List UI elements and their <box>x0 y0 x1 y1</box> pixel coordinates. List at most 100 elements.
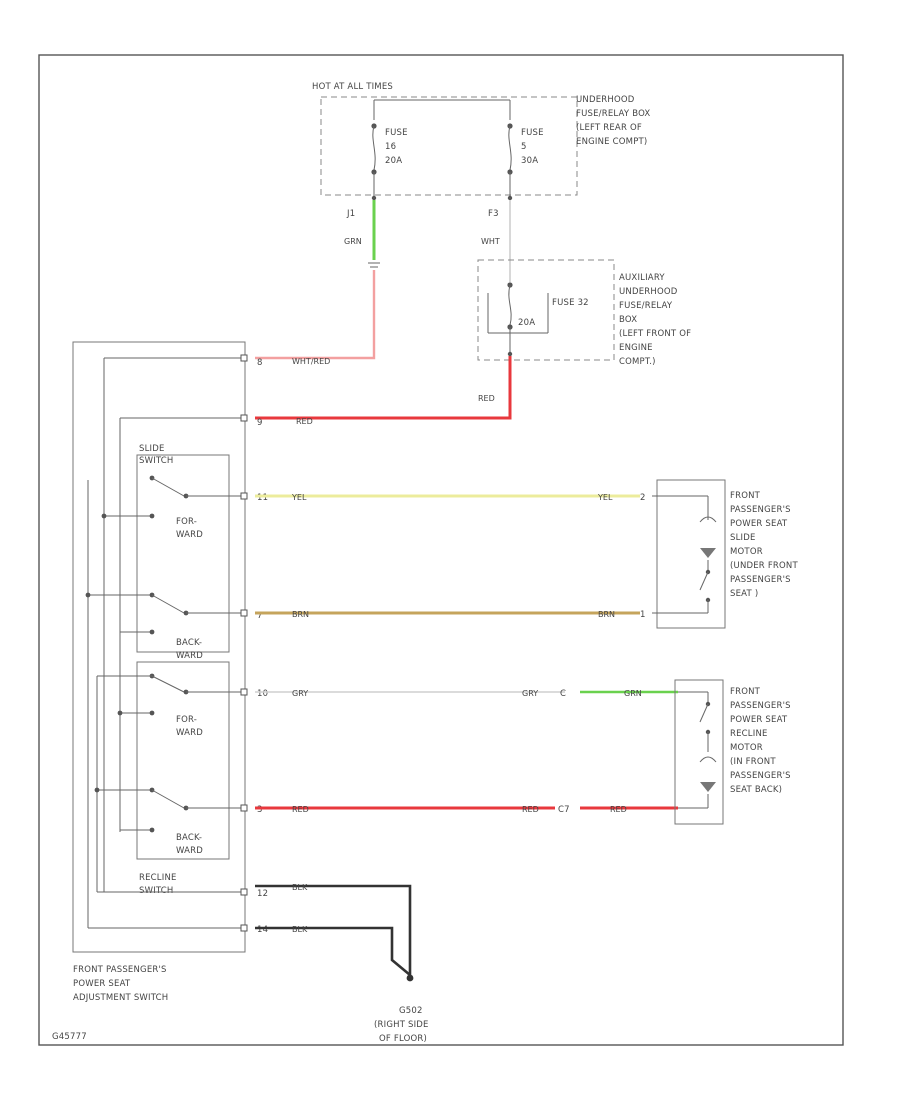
switch-pin-12: 12 <box>257 889 268 899</box>
slide-motor-label-5: MOTOR <box>730 547 763 557</box>
recline-motor-label-1: FRONT <box>730 687 761 697</box>
hot-at-all-times-label: HOT AT ALL TIMES <box>312 82 393 92</box>
wire-red-label-1: RED <box>478 394 495 403</box>
wire-wht-label: WHT <box>481 237 500 246</box>
recline-switch-title-1: RECLINE <box>139 873 177 883</box>
recline-motor-label-4: RECLINE <box>730 729 768 739</box>
slide-motor-pin-2: 2 <box>640 493 646 503</box>
slide-switch-title-1: SLIDE <box>139 444 165 454</box>
recline-forward-label-1: FOR- <box>176 715 197 725</box>
slide-motor-label-2: PASSENGER'S <box>730 505 791 515</box>
adjustment-switch-housing <box>72 341 246 953</box>
recline-switch-title-2: SWITCH <box>139 886 174 896</box>
wire-grn-recline-label: GRN <box>624 689 642 698</box>
slide-motor-label-8: SEAT ) <box>730 589 758 599</box>
ground-point <box>406 974 414 982</box>
fuse-5-label: FUSE <box>521 128 544 138</box>
pin-f3-label: F3 <box>488 209 499 219</box>
ground-label-3: OF FLOOR) <box>379 1034 427 1044</box>
wire-yel-label-1: YEL <box>291 493 307 502</box>
underhood-fuse-box <box>320 96 578 196</box>
recline-backward-label-1: BACK- <box>176 833 202 843</box>
fuse-16-element <box>372 125 376 171</box>
wire-red-label-2: RED <box>296 417 313 426</box>
slide-forward-label-2: WARD <box>176 530 203 540</box>
slide-motor-label-7: PASSENGER'S <box>730 575 791 585</box>
wire-red-recline-label-3: RED <box>610 805 627 814</box>
recline-forward-label-2: WARD <box>176 728 203 738</box>
recline-motor-label-3: POWER SEAT <box>730 715 788 725</box>
switch-pin-14: 14 <box>257 925 268 935</box>
switch-main-label-2: POWER SEAT <box>73 979 131 989</box>
slide-forward-label-1: FOR- <box>176 517 197 527</box>
slide-motor-label-3: POWER SEAT <box>730 519 788 529</box>
wire-blk-2 <box>255 926 411 976</box>
slide-motor-label-1: FRONT <box>730 491 761 501</box>
switch-pin-9: 9 <box>257 418 263 428</box>
fuse-32-element <box>508 284 512 326</box>
switch-connector-pins <box>240 354 248 932</box>
wire-red-fuse32 <box>255 356 512 420</box>
wire-brn-label-2: BRN <box>598 610 615 619</box>
aux-box-label-6: ENGINE <box>619 343 653 353</box>
pin-j1-label: J1 <box>346 209 355 219</box>
aux-box-label-5: (LEFT FRONT OF <box>619 329 691 339</box>
fuse-16-number: 16 <box>385 142 396 152</box>
switch-main-label-3: ADJUSTMENT SWITCH <box>73 993 168 1003</box>
slide-motor-label-6: (UNDER FRONT <box>730 561 798 571</box>
slide-motor <box>656 479 726 629</box>
recline-connector-c7: C7 <box>558 805 570 815</box>
wire-brn-label-1: BRN <box>292 610 309 619</box>
fuse-5-element <box>508 125 512 171</box>
recline-motor-label-6: (IN FRONT <box>730 757 776 767</box>
wire-red-recline-label-2: RED <box>522 805 539 814</box>
switch-pin-3: 3 <box>257 805 263 815</box>
recline-motor-label-5: MOTOR <box>730 743 763 753</box>
recline-connector-c: C <box>560 689 566 699</box>
slide-motor-label-4: SLIDE <box>730 533 756 543</box>
switch-main-label-1: FRONT PASSENGER'S <box>73 965 167 975</box>
recline-switch <box>136 661 230 860</box>
switch-pin-10: 10 <box>257 689 268 699</box>
wire-wht-red-label: WHT/RED <box>292 357 330 366</box>
aux-box-label-1: AUXILIARY <box>619 273 665 283</box>
wire-yel-label-2: YEL <box>597 493 613 502</box>
recline-motor-label-2: PASSENGER'S <box>730 701 791 711</box>
aux-fuse-box <box>477 259 615 361</box>
slide-switch <box>136 454 230 653</box>
recline-motor-symbol <box>700 782 716 792</box>
fuse-5-number: 5 <box>521 142 527 152</box>
wire-red-recline-label-1: RED <box>292 805 309 814</box>
fuse-16-label: FUSE <box>385 128 408 138</box>
switch-pin-8: 8 <box>257 358 263 368</box>
aux-box-label-4: BOX <box>619 315 637 325</box>
recline-backward-label-2: WARD <box>176 846 203 856</box>
fuse-32-rating: 20A <box>518 318 535 328</box>
recline-backward-contact <box>151 789 185 809</box>
ground-label-2: (RIGHT SIDE <box>374 1020 429 1030</box>
diagram-ref-number: G45777 <box>52 1032 87 1042</box>
wire-gry-label-2: GRY <box>522 689 538 698</box>
aux-box-label-7: COMPT.) <box>619 357 656 367</box>
slide-backward-label-1: BACK- <box>176 638 202 648</box>
underhood-box-label-2: FUSE/RELAY BOX <box>576 109 650 119</box>
wire-wht-red <box>255 270 376 360</box>
slide-forward-contact <box>151 477 185 497</box>
wire-blk-label-1: BLK <box>292 883 308 892</box>
recline-motor <box>674 679 724 825</box>
slide-motor-terminal-top <box>699 516 717 523</box>
recline-motor-label-7: PASSENGER'S <box>730 771 791 781</box>
aux-box-label-3: FUSE/RELAY <box>619 301 673 311</box>
wire-gry-label-1: GRY <box>292 689 308 698</box>
underhood-box-label-3: (LEFT REAR OF <box>576 123 642 133</box>
recline-forward-contact <box>151 675 185 693</box>
switch-pin-11: 11 <box>257 493 268 503</box>
slide-backward-contact <box>151 594 185 614</box>
wire-blk-1 <box>255 884 412 975</box>
fuse-32-label: FUSE 32 <box>552 298 589 308</box>
diagram-frame <box>38 54 844 1046</box>
fuse-5-rating: 30A <box>521 156 538 166</box>
slide-backward-label-2: WARD <box>176 651 203 661</box>
